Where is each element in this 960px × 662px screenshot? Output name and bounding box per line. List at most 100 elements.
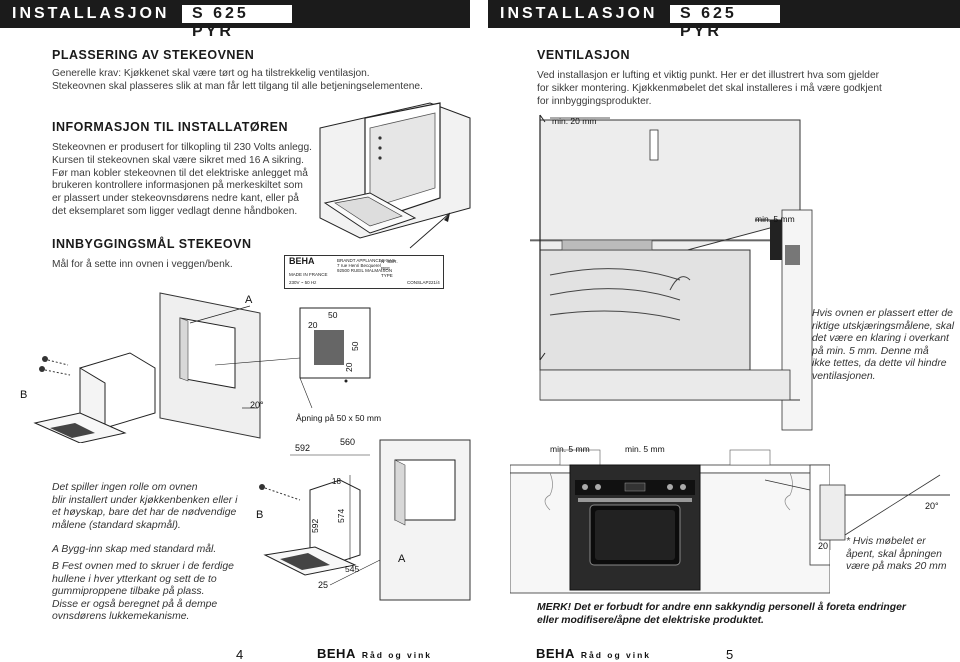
footnote-line: være på maks 20 mm — [846, 561, 947, 573]
label-angle: 20° — [250, 400, 264, 410]
warning-box: MERK! Det er forbudt for andre enn sakky… — [537, 602, 947, 627]
dimensions-title: INNBYGGINGSMÅL STEKEOVN — [52, 237, 252, 251]
left-page-number: 4 — [236, 647, 244, 662]
column-note-line: Det spiller ingen rolle om ovnen — [52, 482, 198, 493]
label-20-left: 20 — [308, 320, 318, 330]
b-note-line: gummiproppene tilbake på plass. — [52, 586, 205, 598]
ventilation-title: VENTILASJON — [537, 48, 631, 62]
label-angle-right: 20° — [925, 501, 939, 511]
rating-plate-brand: BEHA — [289, 256, 315, 266]
label-592-h: 592 — [310, 519, 320, 533]
side-note-line: riktige utskjæringsmålene, skal — [812, 320, 955, 332]
kitchen-oven-illustration: min. 5 mm min. 5 mm — [510, 444, 830, 594]
installer-line: er plassert under stekeovnsdørens nedre … — [52, 193, 299, 205]
rating-plate-field: N° SER. — [381, 259, 398, 264]
column-note-line: et høyskap, bare det har de nødvendige — [52, 507, 237, 519]
installer-line: Stekeovnen er produsert for tilkopling t… — [52, 142, 312, 153]
angle-detail: 20° 20 — [818, 474, 950, 550]
footnote-line: * Hvis møbelet er — [846, 536, 926, 547]
right-header-section: INSTALLASJON — [500, 5, 658, 22]
rating-plate-made-in: MADE IN FRANCE — [289, 272, 328, 277]
right-header-model: S 625 PYR — [670, 5, 780, 40]
b-note-line: hullene i hver ytterkant og sett de to — [52, 573, 217, 585]
ventilation-section: VENTILASJON Ved installasjon er lufting … — [537, 48, 897, 108]
footer-tagline: Råd og vink — [580, 650, 652, 660]
label-min20: min. 20 mm — [552, 116, 596, 126]
rating-plate-address: 92500 RUEIL MALMAISON — [337, 268, 393, 273]
rating-plate-voltage: 230V ~ 50 Hz — [289, 280, 317, 285]
rating-plate-address: 7 rue Henri Becquerel — [337, 263, 381, 268]
installer-info-section: INFORMASJON TIL INSTALLATØREN Stekeovnen… — [52, 120, 322, 219]
placement-section: PLASSERING AV STEKEOVNEN Generelle krav:… — [52, 48, 452, 94]
beha-logo: BEHA — [317, 646, 356, 661]
label-560: 560 — [340, 437, 355, 447]
side-note-line: Hvis ovnen er plassert etter de — [812, 308, 953, 319]
rating-plate-field: TYPE — [381, 273, 393, 278]
footnote-line: åpent, skal åpningen — [846, 548, 942, 560]
label-574: 574 — [336, 509, 346, 523]
label-min5: min. 5 mm — [755, 214, 795, 224]
footer-tagline: Råd og vink — [361, 650, 433, 660]
footnote: * Hvis møbelet er åpent, skal åpningen v… — [846, 536, 958, 574]
installer-line: Kursen til stekeovnen skal være sikret m… — [52, 154, 304, 166]
right-footer: 5 — [726, 647, 733, 662]
right-footer-brand: BEHA Råd og vink — [536, 646, 651, 661]
placement-line: Generelle krav: Kjøkkenet skal være tørt… — [52, 68, 370, 79]
label-min5a: min. 5 mm — [550, 444, 590, 454]
side-note-line: på min. 5 mm. Denne må — [812, 345, 929, 357]
warning-line: MERK! Det er forbudt for andre enn sakky… — [537, 602, 906, 613]
b-note: B Fest ovnen med to skruer i de ferdige … — [52, 561, 272, 624]
oven-drawer-illustration — [319, 102, 471, 249]
label-20-bottom: 20 — [344, 362, 354, 372]
beha-logo: BEHA — [536, 646, 575, 661]
left-footer: 4 — [236, 647, 243, 662]
left-header-model: S 625 PYR — [182, 5, 292, 40]
ventilation-line: for sikker montering. Kjøkkenmøbelet det… — [537, 82, 882, 94]
label-dim20: 20 — [818, 541, 828, 550]
side-note-line: ventilasjonen. — [812, 370, 876, 382]
dimensions-subtitle: Mål for å sette inn ovnen i veggen/benk. — [52, 259, 233, 270]
label-a-bottom: A — [398, 553, 406, 565]
column-note-line: målene (standard skapmål). — [52, 519, 181, 531]
rating-plate-code: CONSLAP221/4 — [407, 280, 440, 285]
column-note-line: blir installert under kjøkkenbenken elle… — [52, 494, 238, 506]
installer-line: det eksemplaret som ligger vedlagt denne… — [52, 205, 298, 217]
placement-title: PLASSERING AV STEKEOVNEN — [52, 48, 255, 62]
cabinet-diagram: 592 560 18 592 574 25 545 A B — [256, 437, 471, 601]
left-header: INSTALLASJON S 625 PYR — [0, 0, 470, 40]
b-note-line: Disse er også beregnet på å dempe — [52, 598, 218, 610]
ventilation-line: for innbyggingsprodukter. — [537, 95, 652, 107]
side-note-line: ikke tettes, da dette vil hindre — [812, 358, 947, 370]
label-opening: Åpning på 50 x 50 mm — [296, 413, 381, 423]
right-header: INSTALLASJON S 625 PYR — [488, 0, 960, 40]
b-note-line: ovnsdørens lukkemekanisme. — [52, 611, 190, 623]
label-b-bottom: B — [256, 509, 263, 521]
rating-plate-field: REF — [381, 266, 390, 271]
rating-plate-address: BRANDT APPLIANCES SAS — [337, 258, 395, 263]
left-footer-brand: BEHA Råd og vink — [317, 646, 432, 661]
side-note: Hvis ovnen er plassert etter de riktige … — [812, 308, 957, 384]
placement-line: Stekeovnen skal plasseres slik at man få… — [52, 80, 423, 92]
a-note-line: A Bygg-inn skap med standard mål. — [52, 544, 217, 555]
label-50-top: 50 — [328, 310, 338, 320]
ventilation-line: Ved installasjon er lufting et viktig pu… — [537, 70, 880, 81]
left-header-section: INSTALLASJON — [12, 5, 170, 22]
label-50-right: 50 — [350, 341, 360, 351]
label-25: 25 — [318, 580, 328, 590]
label-545: 545 — [345, 564, 359, 574]
label-a-top: A — [245, 294, 253, 306]
installer-line: Før man kobler stekeovnen til det elektr… — [52, 167, 308, 179]
label-b-left: B — [20, 389, 27, 401]
label-592-w: 592 — [295, 443, 310, 453]
a-note: A Bygg-inn skap med standard mål. — [52, 544, 262, 557]
column-note: Det spiller ingen rolle om ovnen blir in… — [52, 482, 262, 532]
ventilation-diagram: min. 20 mm min. 5 mm — [530, 114, 813, 431]
installation-diagram: A B 20° 50 20 50 20 Åpning på 50 x 50 mm — [20, 292, 381, 443]
label-min5b: min. 5 mm — [625, 444, 665, 454]
warning-line: eller modifisere/åpne det elektriske pro… — [537, 614, 764, 626]
side-note-line: det være en klaring i overkant — [812, 333, 949, 345]
rating-plate: BEHA MADE IN FRANCE 230V ~ 50 Hz BRANDT … — [284, 255, 444, 289]
right-page-number: 5 — [726, 647, 734, 662]
installer-info-title: INFORMASJON TIL INSTALLATØREN — [52, 120, 289, 134]
dimensions-section: INNBYGGINGSMÅL STEKEOVN Mål for å sette … — [52, 237, 292, 272]
